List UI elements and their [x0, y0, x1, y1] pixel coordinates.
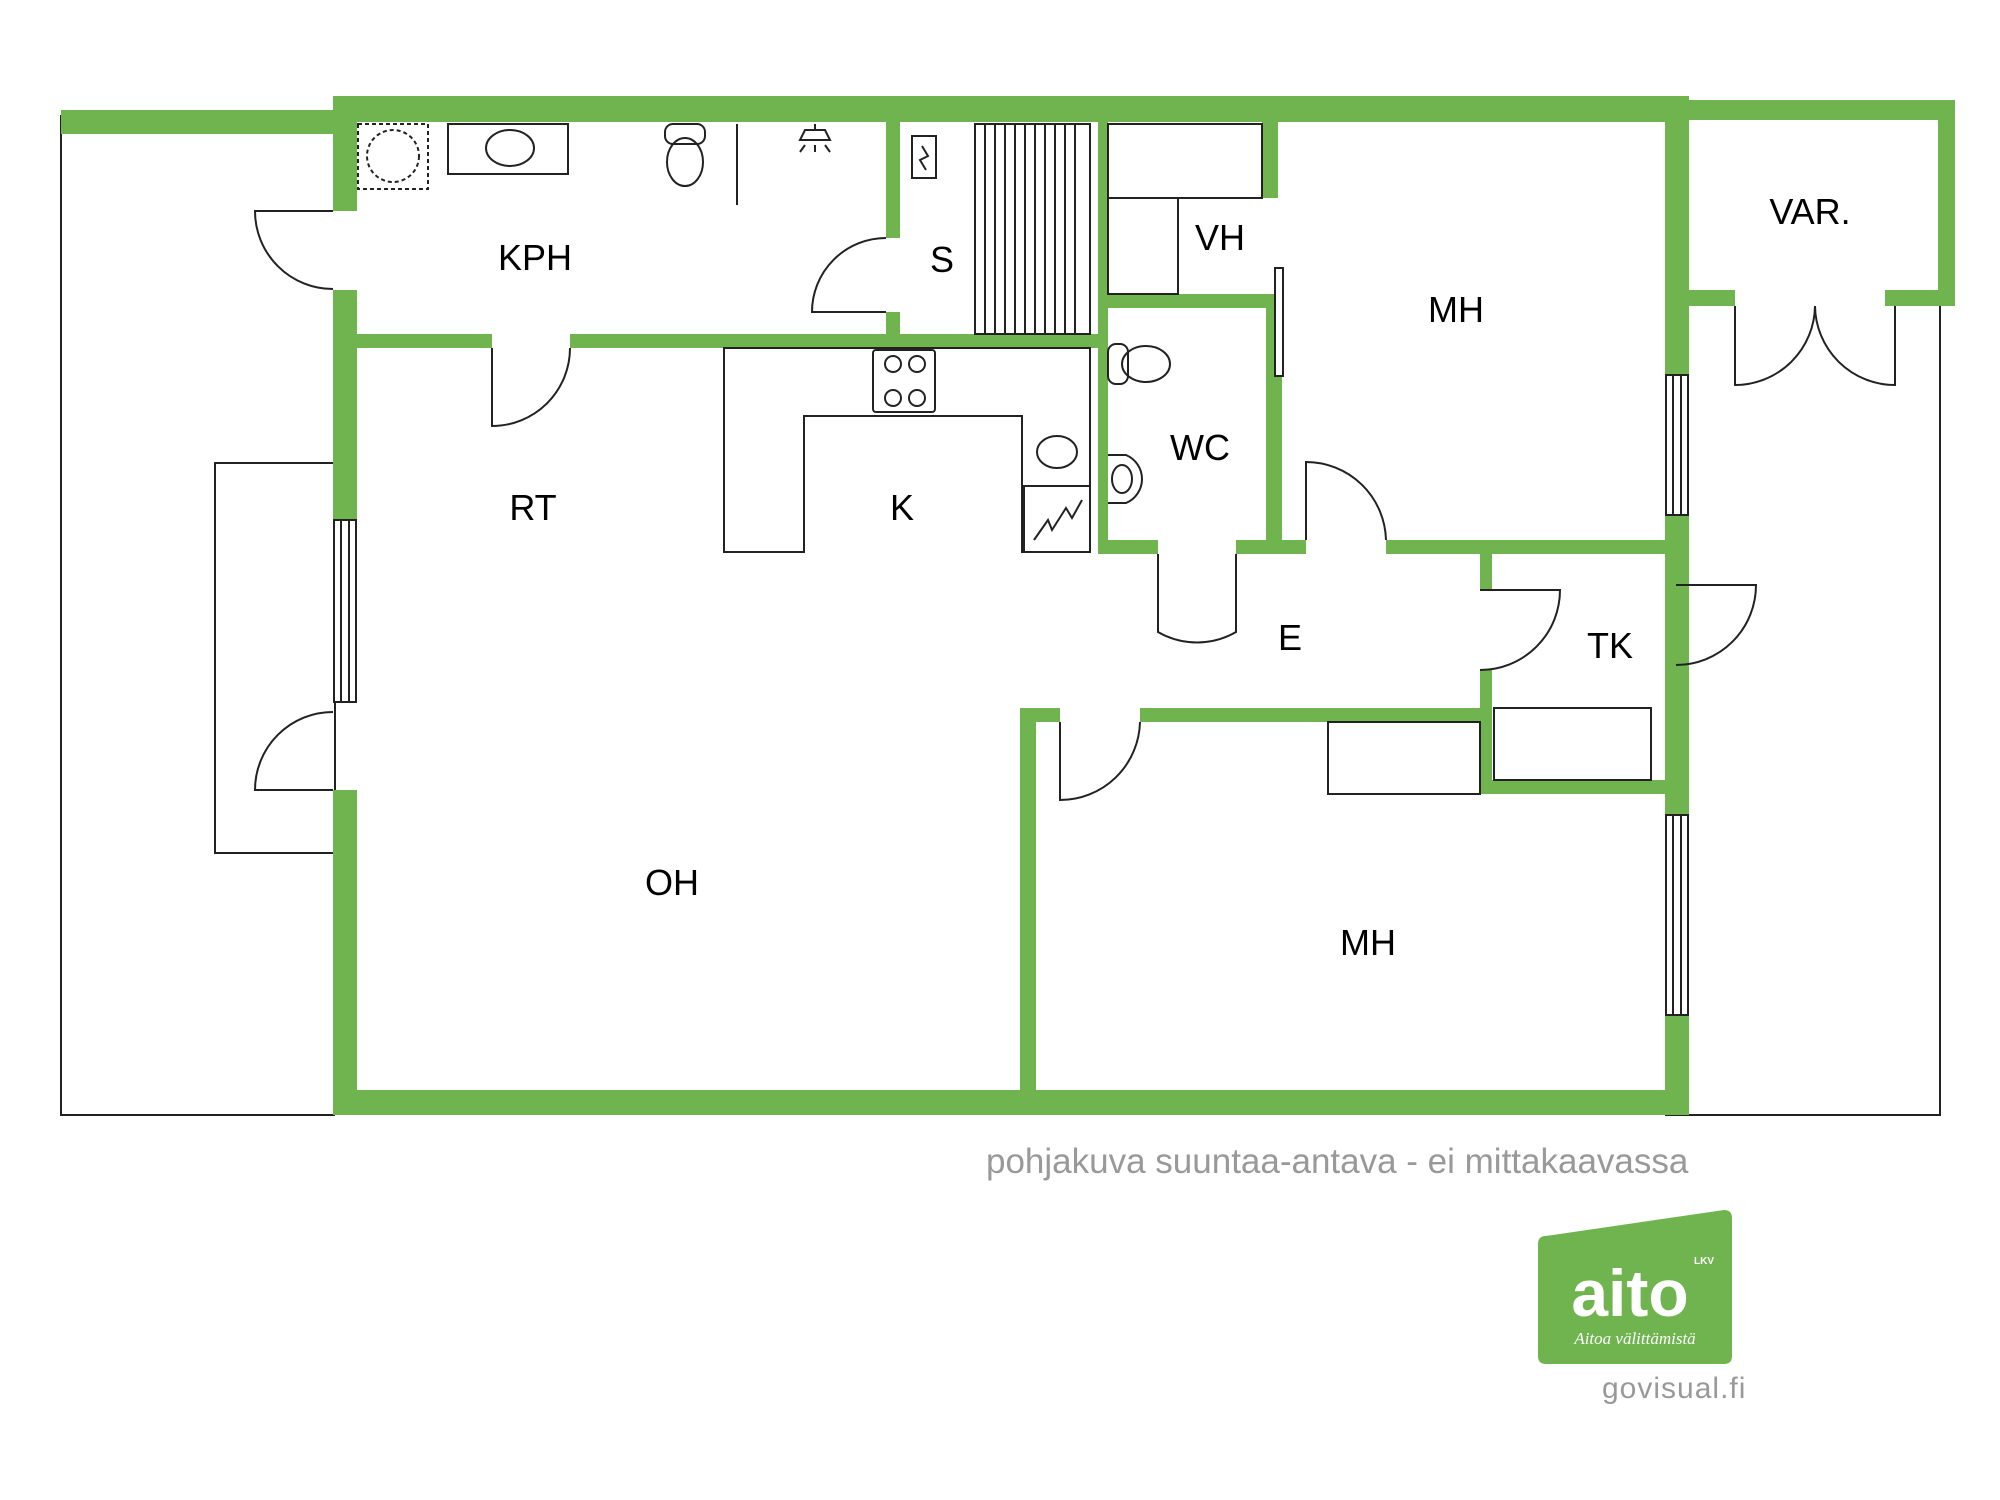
room-label-mh-upper: MH — [1428, 289, 1484, 330]
wc-sink-icon — [1108, 454, 1143, 504]
room-label-vh: VH — [1195, 217, 1245, 258]
logo-tagline: Aitoa välittämistä — [1573, 1329, 1695, 1348]
room-label-oh: OH — [645, 862, 699, 903]
aito-logo: aito LKV Aitoa välittämistä — [1538, 1210, 1732, 1364]
dishwasher-icon — [1023, 485, 1091, 553]
sauna-stove-icon — [911, 135, 937, 179]
fixtures — [357, 123, 1652, 795]
room-label-rt: RT — [509, 487, 556, 528]
kitchen-sink-icon — [1036, 435, 1078, 469]
wc-toilet-icon — [1107, 343, 1171, 385]
room-label-kph: KPH — [498, 237, 572, 278]
kitchen-counter — [723, 347, 1091, 553]
room-label-mh-lower: MH — [1340, 922, 1396, 963]
sauna-bench — [974, 123, 1091, 335]
room-label-e: E — [1278, 617, 1302, 658]
room-label-tk: TK — [1587, 625, 1633, 666]
bath-toilet-icon — [664, 123, 706, 187]
logo-wordmark: aito — [1571, 1256, 1688, 1330]
room-labels: KPH S VH MH VAR. RT K WC E TK OH MH — [498, 191, 1851, 963]
shower-icon — [798, 124, 832, 153]
stove-icon — [872, 349, 936, 413]
credit-text: govisual.fi — [1602, 1372, 1747, 1405]
room-label-s: S — [930, 239, 954, 280]
windows — [333, 267, 1689, 1016]
washing-machine-icon — [357, 123, 429, 190]
room-label-k: K — [890, 487, 914, 528]
logo-badge: LKV — [1694, 1256, 1714, 1267]
floor-plan: KPH S VH MH VAR. RT K WC E TK OH MH — [60, 96, 1955, 1116]
doors — [253, 210, 1896, 802]
room-label-var: VAR. — [1769, 191, 1850, 232]
bath-sink-icon — [447, 123, 569, 175]
room-label-wc: WC — [1170, 427, 1230, 468]
disclaimer-caption: pohjakuva suuntaa-antava - ei mittakaava… — [986, 1142, 1689, 1181]
